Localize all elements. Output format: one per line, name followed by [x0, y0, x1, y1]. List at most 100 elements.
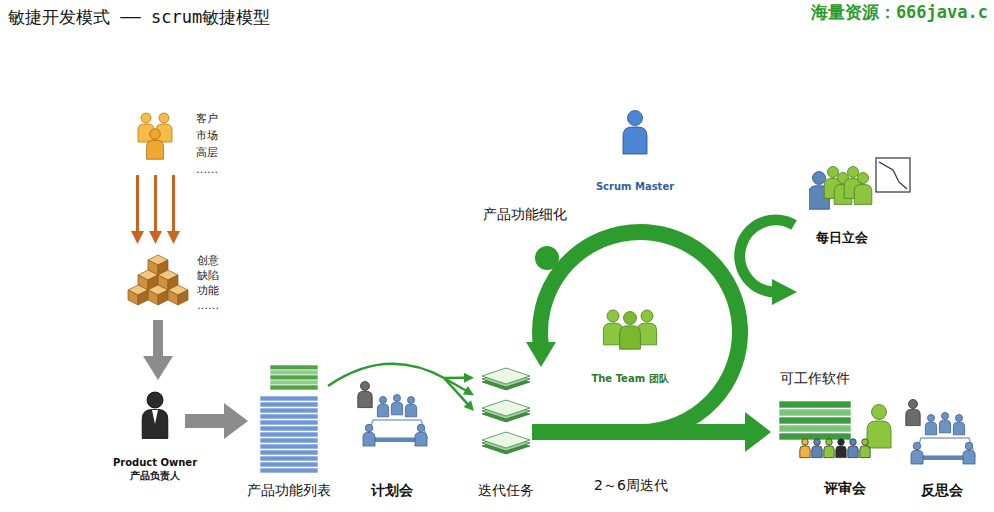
watermark: 海量资源：666java.c: [811, 1, 988, 24]
icon-part: [862, 439, 869, 446]
burndown-line: [879, 162, 907, 189]
node-label: The Team 团队: [591, 372, 668, 385]
node-label: 客户 市场 高层 ……: [196, 110, 222, 178]
icon-part: [260, 456, 318, 461]
icon-part: [860, 446, 870, 458]
arrowhead: [149, 231, 162, 244]
icon-part: [824, 446, 834, 458]
arrow-shaft: [154, 175, 157, 232]
scrum-node: 反思会: [903, 394, 981, 499]
icon-part: [848, 167, 859, 178]
icon-part: [260, 444, 318, 449]
icon-part: [911, 451, 923, 465]
icon-part: [260, 468, 318, 473]
icon-part: [158, 290, 168, 305]
loop-arrowhead: [772, 279, 797, 305]
label-group: The Team 团队: [591, 372, 668, 385]
icon-part: [779, 401, 851, 408]
arrow-shaft: [532, 424, 747, 440]
icon-part: [779, 417, 851, 424]
icon-part: [812, 446, 822, 458]
review-icon: [797, 402, 893, 472]
scrum-node: 每日立会: [809, 164, 875, 246]
icon-part: [260, 438, 318, 443]
icon-part: [270, 385, 318, 390]
icon-part: [826, 439, 833, 446]
burndown-chart: [876, 158, 910, 192]
icon-part: [148, 290, 158, 305]
node-label: 创意 缺陷 功能 ……: [197, 253, 223, 313]
cycle-arrowhead: [526, 342, 556, 367]
icon-part: [128, 290, 138, 305]
icon-part: [141, 113, 151, 123]
icon-part: [260, 462, 318, 467]
node-label: Scrum Master: [596, 180, 674, 193]
node-label: 产品负责人: [130, 469, 180, 482]
icon-part: [147, 392, 163, 408]
arrowhead: [167, 231, 180, 244]
flow-connector: [143, 320, 173, 380]
arrow-shaft: [136, 175, 139, 232]
node-label: Product Owner: [113, 456, 197, 469]
icon-part: [963, 451, 975, 465]
node-label: 产品功能列表: [247, 482, 331, 499]
backlog-stack: [256, 362, 322, 474]
icon-part: [800, 446, 810, 458]
icon-part: [260, 450, 318, 455]
daily-loop: [740, 220, 794, 292]
label-group: 计划会: [371, 482, 413, 499]
icon-part: [270, 365, 318, 370]
icon-part: [953, 422, 964, 435]
master-icon: [617, 108, 653, 166]
arrowhead: [143, 356, 173, 380]
icon-part: [942, 413, 949, 420]
node-label: 可工作软件: [780, 370, 850, 387]
icon-part: [260, 408, 318, 413]
label-group: Scrum Master: [596, 180, 674, 193]
icon-part: [408, 397, 415, 404]
owner-icon: [135, 390, 175, 452]
diagram-title: 敏捷开发模式 —— scrum敏捷模型: [8, 6, 270, 29]
icon-part: [260, 432, 318, 437]
node-label: 评审会: [824, 480, 866, 497]
arrowhead: [745, 412, 771, 452]
icon-part: [482, 368, 530, 384]
scrum-node: 计划会: [355, 376, 429, 499]
iteration-cycle: [540, 232, 740, 432]
arrowhead: [463, 386, 474, 395]
cubes-icon: [125, 250, 191, 306]
icon-part: [260, 426, 318, 431]
icon-part: [620, 326, 641, 349]
icon-part: [623, 312, 636, 325]
icon-part: [828, 167, 839, 178]
node-label: 反思会: [921, 482, 963, 499]
icon-part: [142, 410, 168, 439]
flow-connector: [131, 175, 180, 244]
icon-part: [270, 380, 318, 385]
task-stack: [478, 360, 534, 458]
label-group: 每日立会: [816, 230, 868, 246]
software-stack: [777, 395, 853, 445]
arrow-shaft: [153, 320, 163, 358]
scrum-node: Scrum Master: [596, 108, 674, 193]
label-group: 反思会: [921, 482, 963, 499]
icon-part: [159, 113, 169, 123]
annotation-label: 2～6周迭代: [594, 477, 668, 494]
icon-part: [836, 446, 846, 458]
icon-part: [779, 409, 851, 416]
icon-part: [260, 414, 318, 419]
icon-part: [270, 370, 318, 375]
icon-part: [380, 397, 387, 404]
standup-icon: [809, 164, 875, 214]
label-group: Product Owner产品负责人: [113, 456, 197, 482]
icon-part: [779, 425, 851, 432]
arrow-shaft: [185, 414, 224, 428]
icon-part: [138, 290, 148, 305]
label-group: 产品功能列表: [247, 482, 331, 499]
retro-icon: [903, 394, 981, 474]
node-label: 计划会: [371, 482, 413, 499]
icon-part: [939, 420, 950, 433]
label-group: 评审会: [824, 480, 866, 497]
scrum-node: 产品功能列表: [247, 362, 331, 499]
